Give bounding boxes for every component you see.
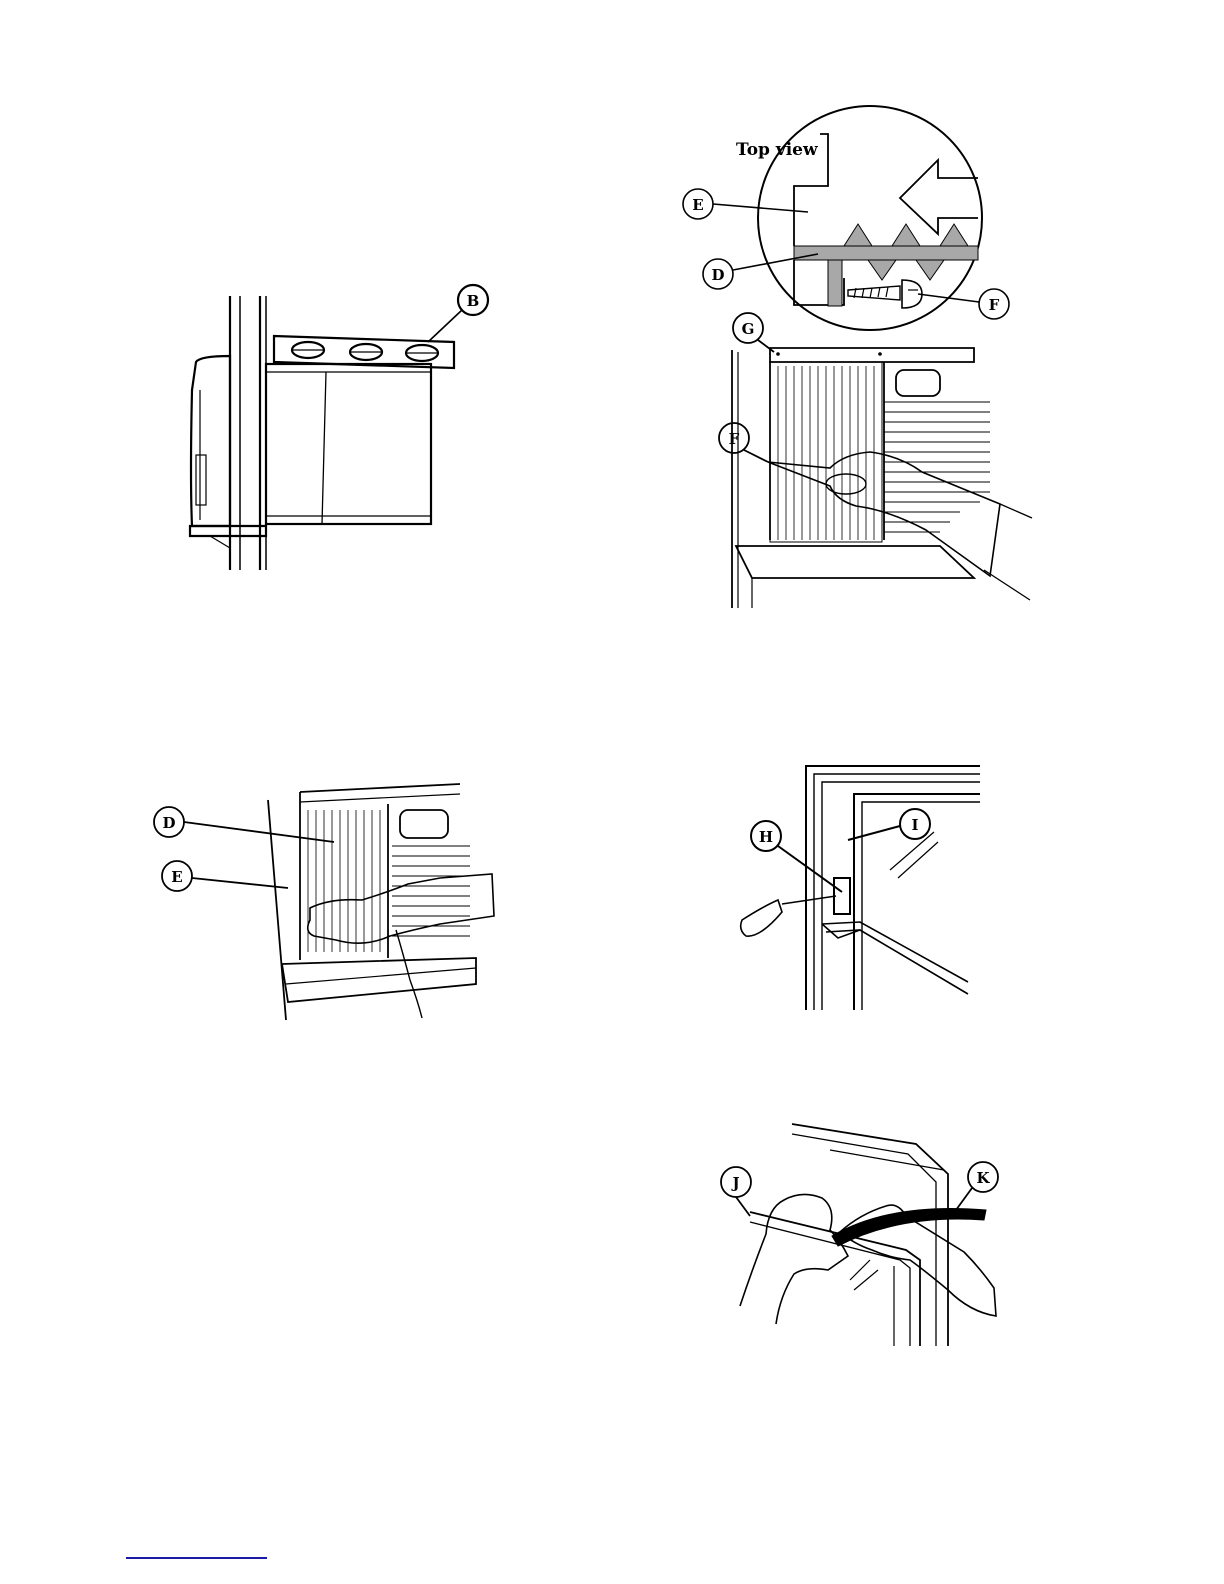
callout-d-label: D — [711, 266, 724, 284]
callout-e-label: E — [692, 196, 703, 214]
figure-top-view-installation: Top view E D F G F — [660, 100, 1040, 615]
figure-window-lock: H I — [730, 760, 1000, 1020]
callout-e-label: E — [171, 868, 182, 886]
unit-cabinet — [266, 364, 431, 524]
callout-f-label: F — [729, 430, 740, 448]
figure-foam-installation: D E — [140, 780, 500, 1030]
callout-j-label: J — [730, 1174, 739, 1192]
unit-front-panel — [191, 356, 230, 526]
lock-plate-h — [834, 878, 850, 914]
footer-rule — [126, 1557, 267, 1559]
callout-h-label: H — [759, 828, 773, 846]
callout-d-label: D — [162, 814, 175, 832]
callout-b-label: B — [467, 292, 480, 310]
foam-strip-d — [794, 224, 978, 306]
figure-unit-bracket: B — [180, 280, 500, 580]
callout-i-label: I — [911, 816, 918, 834]
figure-seal-installation: J K — [710, 1120, 1010, 1355]
hand-pressing — [308, 874, 494, 943]
callout-g-label: G — [742, 320, 755, 338]
top-view-label: Top view — [736, 140, 818, 160]
direction-arrow — [900, 160, 978, 234]
callout-k-label: K — [976, 1169, 990, 1187]
screwdriver — [782, 896, 836, 904]
callout-f-detail-label: F — [989, 296, 1000, 314]
seal-strip-k — [832, 1208, 986, 1246]
